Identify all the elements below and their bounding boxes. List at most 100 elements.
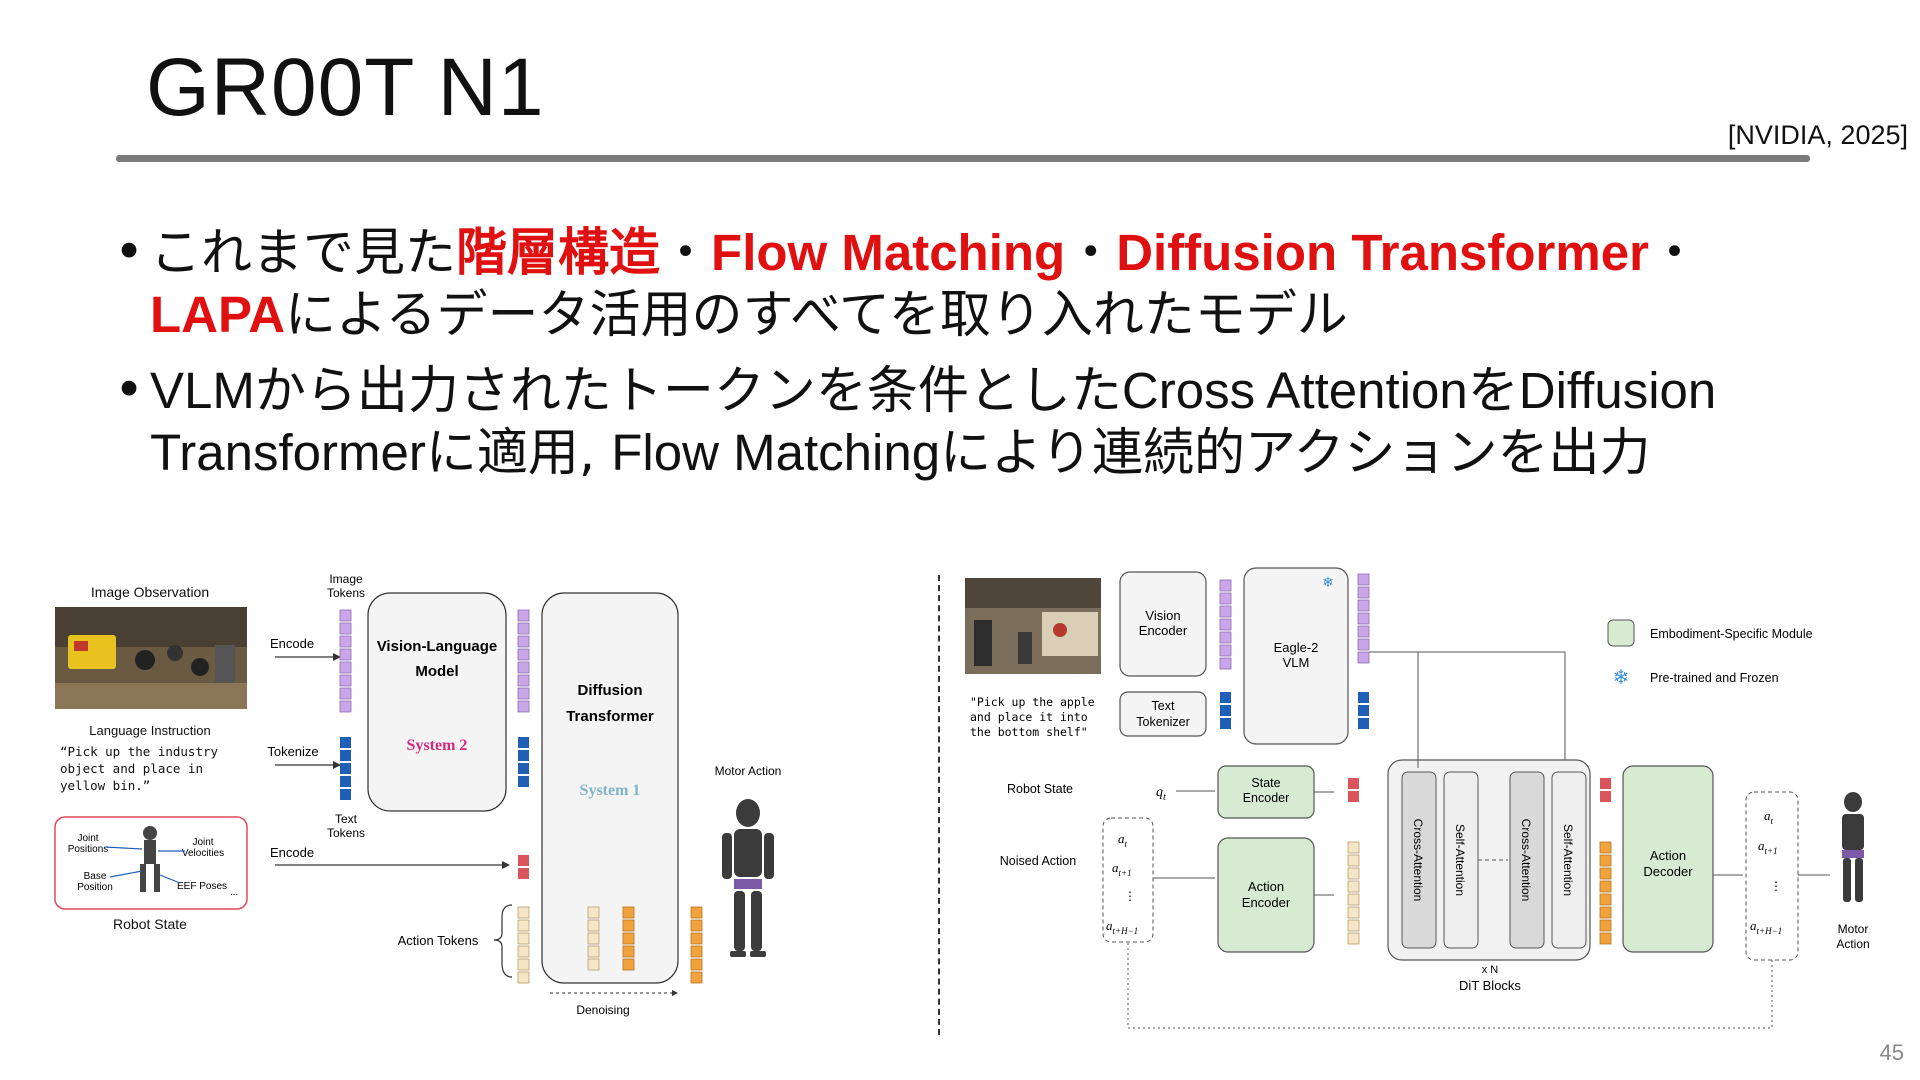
state-encoder-label: State — [1251, 776, 1280, 790]
language-instruction-label: Language Instruction — [89, 723, 210, 738]
encode-label-1: Encode — [270, 636, 314, 651]
text-token-column — [1220, 692, 1231, 729]
denoising-token-column-1 — [587, 906, 600, 971]
cross-attention-label-1: Cross-Attention — [1411, 819, 1425, 902]
highlight-segment: LAPA — [150, 286, 286, 343]
output-token-ellipsis: ⋮ — [1770, 879, 1782, 893]
action-token-column-input — [1347, 841, 1360, 945]
title-rule — [116, 155, 1810, 162]
instruction-line-3: the bottom shelf" — [970, 725, 1088, 739]
bullet-item-1: • これまで見た階層構造・Flow Matching・Diffusion Tra… — [110, 222, 1900, 346]
ellipsis-label: ... — [230, 887, 238, 898]
dit-label: Diffusion — [578, 682, 643, 699]
motor-action-label: Motor — [1838, 922, 1869, 936]
denoising-label: Denoising — [576, 1003, 629, 1017]
noised-token-a-t: at — [1118, 831, 1128, 849]
q-t-label: qt — [1156, 785, 1166, 803]
diagram-divider — [938, 575, 940, 1035]
citation: [NVIDIA, 2025] — [1727, 120, 1908, 150]
image-observation-photo — [55, 607, 247, 709]
vision-token-column — [1219, 579, 1232, 670]
vlm-label-2: Model — [415, 663, 458, 680]
vision-encoder-label: Vision — [1145, 608, 1180, 623]
eagle-label: Eagle-2 — [1274, 640, 1319, 655]
vision-encoder-box: Vision Encoder — [1119, 571, 1207, 677]
tokenize-label: Tokenize — [267, 744, 318, 759]
base-position-label-2: Position — [77, 882, 113, 893]
action-encoder-label: Action — [1248, 879, 1284, 894]
bullet-list: • これまで見た階層構造・Flow Matching・Diffusion Tra… — [110, 222, 1900, 498]
right-architecture-diagram: "Pick up the apple and place it into the… — [965, 567, 1870, 1029]
action-encoder-label-2: Encoder — [1242, 895, 1291, 910]
humanoid-robot-figure — [1842, 792, 1864, 902]
page-number: 45 — [1879, 1040, 1904, 1065]
highlight-segment: Flow Matching — [711, 224, 1066, 281]
camera-image — [965, 578, 1101, 674]
action-decoder-box: Action Decoder — [1622, 765, 1714, 953]
legend-embodiment-label: Embodiment-Specific Module — [1650, 627, 1813, 641]
joint-positions-label: Joint — [77, 833, 98, 844]
segment: ・ — [1648, 224, 1700, 283]
highlight-segment: 階層構造 — [456, 224, 661, 281]
image-tokens-label: Image — [329, 572, 363, 586]
motor-action-label-2: Action — [1836, 937, 1869, 951]
snowflake-icon: ❄ — [1322, 574, 1334, 590]
state-token-out — [1600, 778, 1611, 802]
segment: によるデータ活用のすべてを取り入れたモデル — [285, 286, 1348, 345]
vlm-label: Vision-Language — [377, 638, 498, 655]
noised-token-ellipsis: ⋮ — [1124, 889, 1136, 903]
vlm-output-vision-tokens — [1357, 573, 1370, 664]
output-token-a-h: at+H−1 — [1750, 918, 1782, 936]
segment: Diffusion Transformer — [150, 362, 1717, 481]
instruction-line-2: and place it into — [970, 710, 1088, 724]
image-tokens-label-2: Tokens — [327, 586, 365, 600]
joint-velocities-label-2: Velocities — [182, 848, 224, 859]
denoising-token-column-2 — [622, 906, 635, 971]
image-observation-label: Image Observation — [91, 584, 209, 600]
self-attention-label-2: Self-Attention — [1561, 824, 1575, 896]
slide-title: GR00T N1 — [146, 42, 545, 133]
action-tokens-label: Action Tokens — [398, 933, 479, 948]
eef-poses-label: EEF Poses — [177, 881, 227, 892]
state-encoder-box: State Encoder — [1217, 765, 1315, 819]
bullet-item-2: • VLMから出力されたトークンを条件としたCross AttentionをDi… — [110, 360, 1900, 484]
segment: これまで見た — [150, 224, 457, 283]
self-attention-label-1: Self-Attention — [1453, 824, 1467, 896]
base-position-label: Base — [84, 871, 107, 882]
noised-action-label: Noised Action — [1000, 854, 1076, 868]
action-encoder-box: Action Encoder — [1217, 837, 1315, 953]
dit-label-2: Transformer — [566, 708, 654, 725]
eagle-vlm-box: Eagle-2 VLM ❄ — [1243, 567, 1349, 745]
times-n-label: x N — [1482, 964, 1499, 976]
segment: VLM — [150, 362, 255, 419]
legend-frozen-label: Pre-trained and Frozen — [1650, 671, 1779, 685]
bullet-dot: • — [114, 223, 145, 282]
text-tokenizer-label: Text — [1152, 699, 1175, 713]
dit-box: Diffusion Transformer System 1 — [541, 592, 679, 984]
image-token-column — [339, 609, 352, 713]
system2-label: System 2 — [407, 737, 468, 754]
vlm-box: Vision-Language Model System 2 — [367, 592, 507, 812]
state-encoder-label-2: Encoder — [1243, 791, 1290, 805]
robot-state-label: Robot State — [113, 916, 187, 932]
highlight-segment: Diffusion Transformer — [1116, 224, 1649, 281]
encode-label-2: Encode — [270, 845, 314, 860]
vision-encoder-label-2: Encoder — [1139, 623, 1188, 638]
bullet-dot: • — [114, 361, 145, 420]
robot-state-label: Robot State — [1007, 782, 1073, 796]
noised-token-a-h: at+H−1 — [1106, 918, 1138, 936]
noised-action-vector: at at+1 ⋮ at+H−1 — [1102, 817, 1154, 943]
action-token-column-input — [517, 906, 530, 984]
action-decoder-label: Action — [1650, 848, 1686, 863]
vlm-output-image-tokens — [517, 609, 530, 713]
vlm-output-text-tokens — [1358, 692, 1369, 729]
instruction-line-3: yellow bin.” — [60, 778, 150, 793]
vlm-output-text-tokens — [518, 737, 529, 787]
joint-positions-label-2: Positions — [68, 844, 109, 855]
text-tokenizer-label-2: Tokenizer — [1136, 715, 1190, 729]
text-token-column — [340, 737, 351, 800]
eagle-label-2: VLM — [1283, 655, 1310, 670]
segment: から出力されたトークンを条件とした — [254, 362, 1122, 421]
instruction-line-2: object and place in — [60, 761, 203, 776]
action-token-column-out — [1599, 841, 1612, 945]
